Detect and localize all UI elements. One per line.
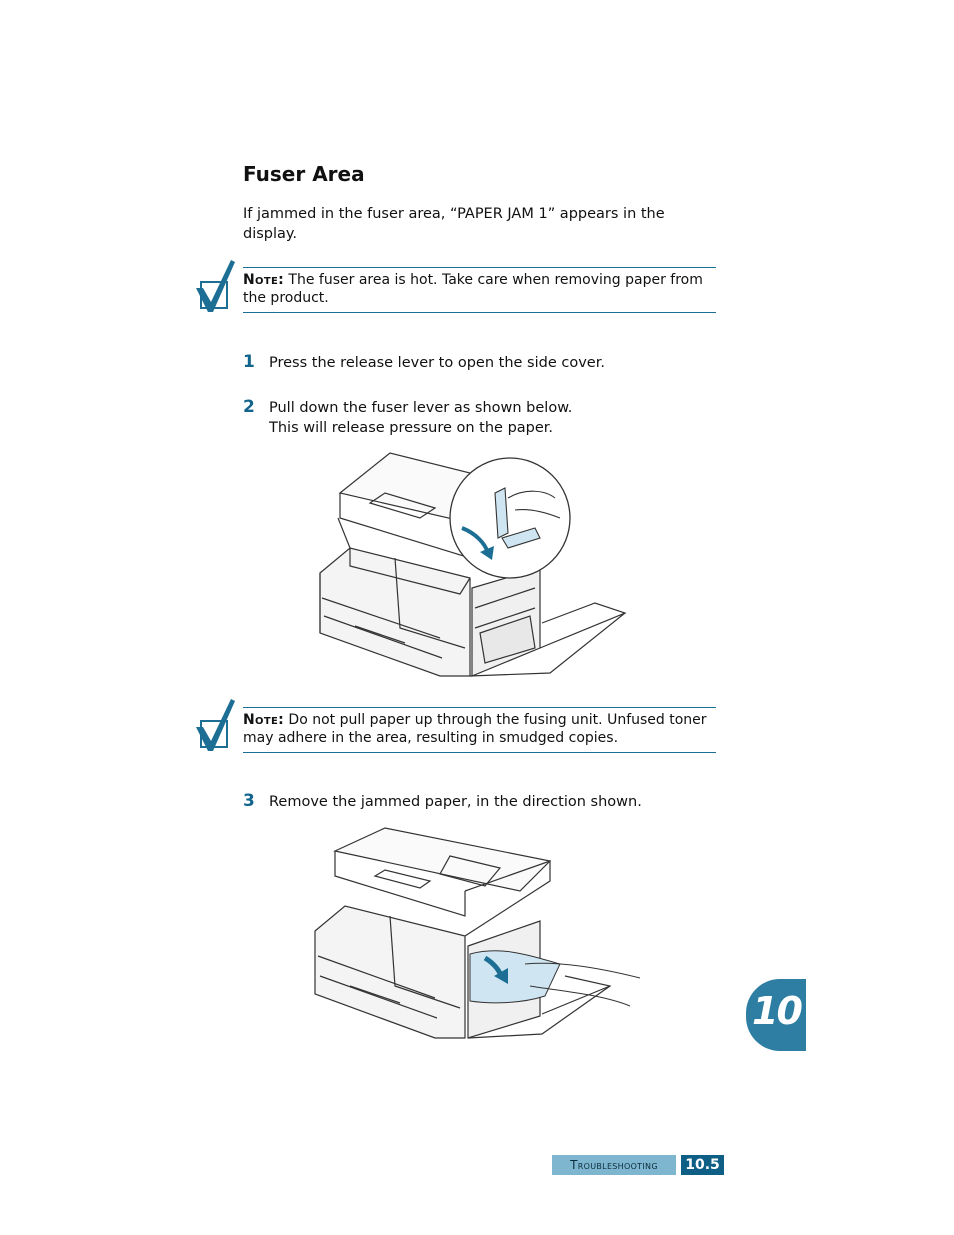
intro-paragraph: If jammed in the fuser area, “PAPER JAM … <box>243 206 665 242</box>
section-title: Fuser Area <box>243 162 365 186</box>
footer-page-number: 10.5 <box>681 1155 724 1175</box>
chapter-tab: 10 <box>746 979 806 1051</box>
chapter-number: 10 <box>752 989 803 1033</box>
checkmark-note-icon <box>196 260 235 312</box>
note-label: Note: <box>243 272 284 288</box>
step-text-continued: This will release pressure on the paper. <box>269 420 554 436</box>
note-hot-fuser: Note: The fuser area is hot. Take care w… <box>243 267 716 313</box>
checkmark-note-icon <box>196 699 235 751</box>
step-number: 1 <box>243 352 255 372</box>
remove-paper-illustration <box>314 827 641 1039</box>
note-text: Do not pull paper up through the fusing … <box>243 712 707 746</box>
step-text: Press the release lever to open the side… <box>269 355 605 371</box>
step-text: Pull down the fuser lever as shown below… <box>269 400 573 416</box>
step-text: Remove the jammed paper, in the directio… <box>269 794 642 810</box>
note-label: Note: <box>243 712 284 728</box>
step-number: 2 <box>243 397 255 417</box>
step-number: 3 <box>243 791 255 811</box>
fuser-lever-illustration <box>319 452 627 677</box>
note-text: The fuser area is hot. Take care when re… <box>243 272 703 306</box>
footer-section-label: Troubleshooting <box>552 1155 676 1175</box>
note-fusing-unit: Note: Do not pull paper up through the f… <box>243 707 716 753</box>
